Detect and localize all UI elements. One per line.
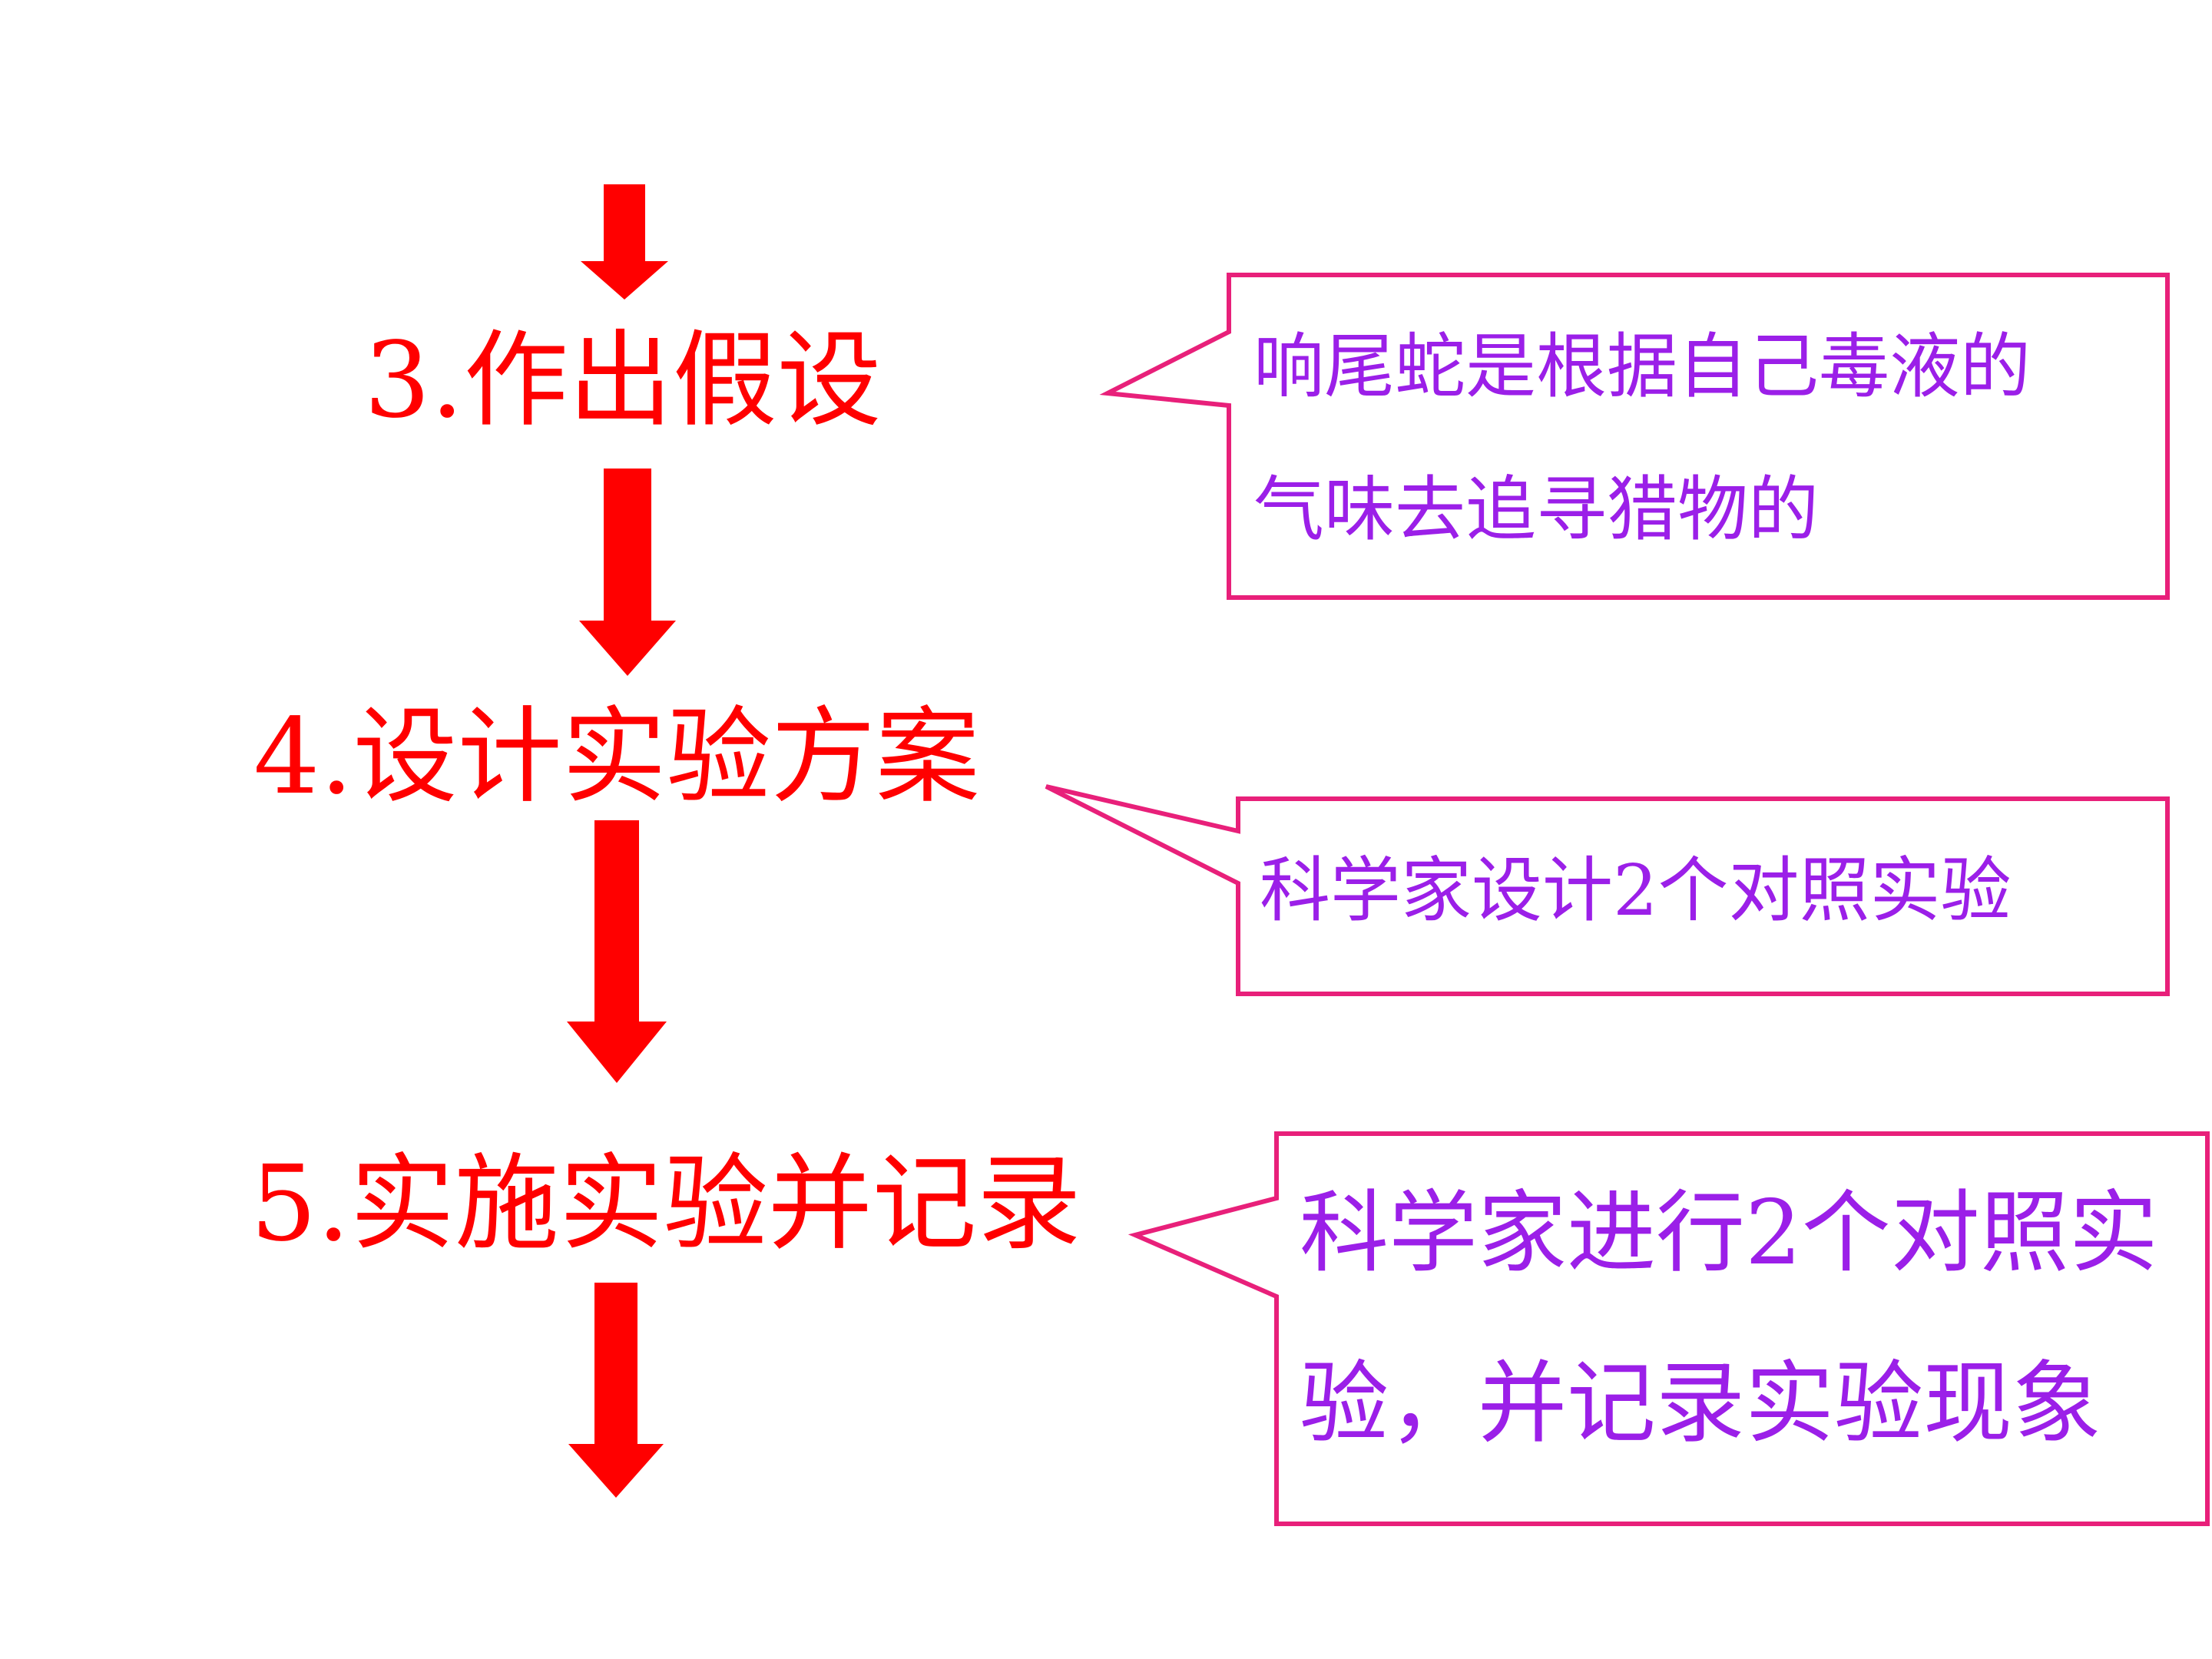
down-arrow-1 <box>581 184 668 300</box>
down-arrow-2 <box>579 469 676 676</box>
callout-box-1 <box>1099 273 2170 600</box>
callout-2-line-1: 科学家设计2个对照实验 <box>1260 849 2012 932</box>
callout-1-line-1: 响尾蛇是根据自己毒液的 <box>1253 326 2032 408</box>
step-3-label: 3.作出假设 <box>364 320 882 442</box>
down-arrow-3 <box>567 820 667 1083</box>
step-5-label: 5.实施实验并记录 <box>250 1144 1081 1265</box>
callout-1-line-2: 气味去追寻猎物的 <box>1253 469 1820 551</box>
step-4-label: 4.设计实验方案 <box>253 697 980 818</box>
callout-3-line-2: 验，并记录实验现象 <box>1300 1352 2101 1455</box>
callout-box-2 <box>1045 784 2170 996</box>
down-arrow-4 <box>568 1283 664 1498</box>
callout-3-line-1: 科学家进行2个对照实 <box>1300 1181 2158 1285</box>
callout-box-3 <box>1128 1131 2210 1526</box>
